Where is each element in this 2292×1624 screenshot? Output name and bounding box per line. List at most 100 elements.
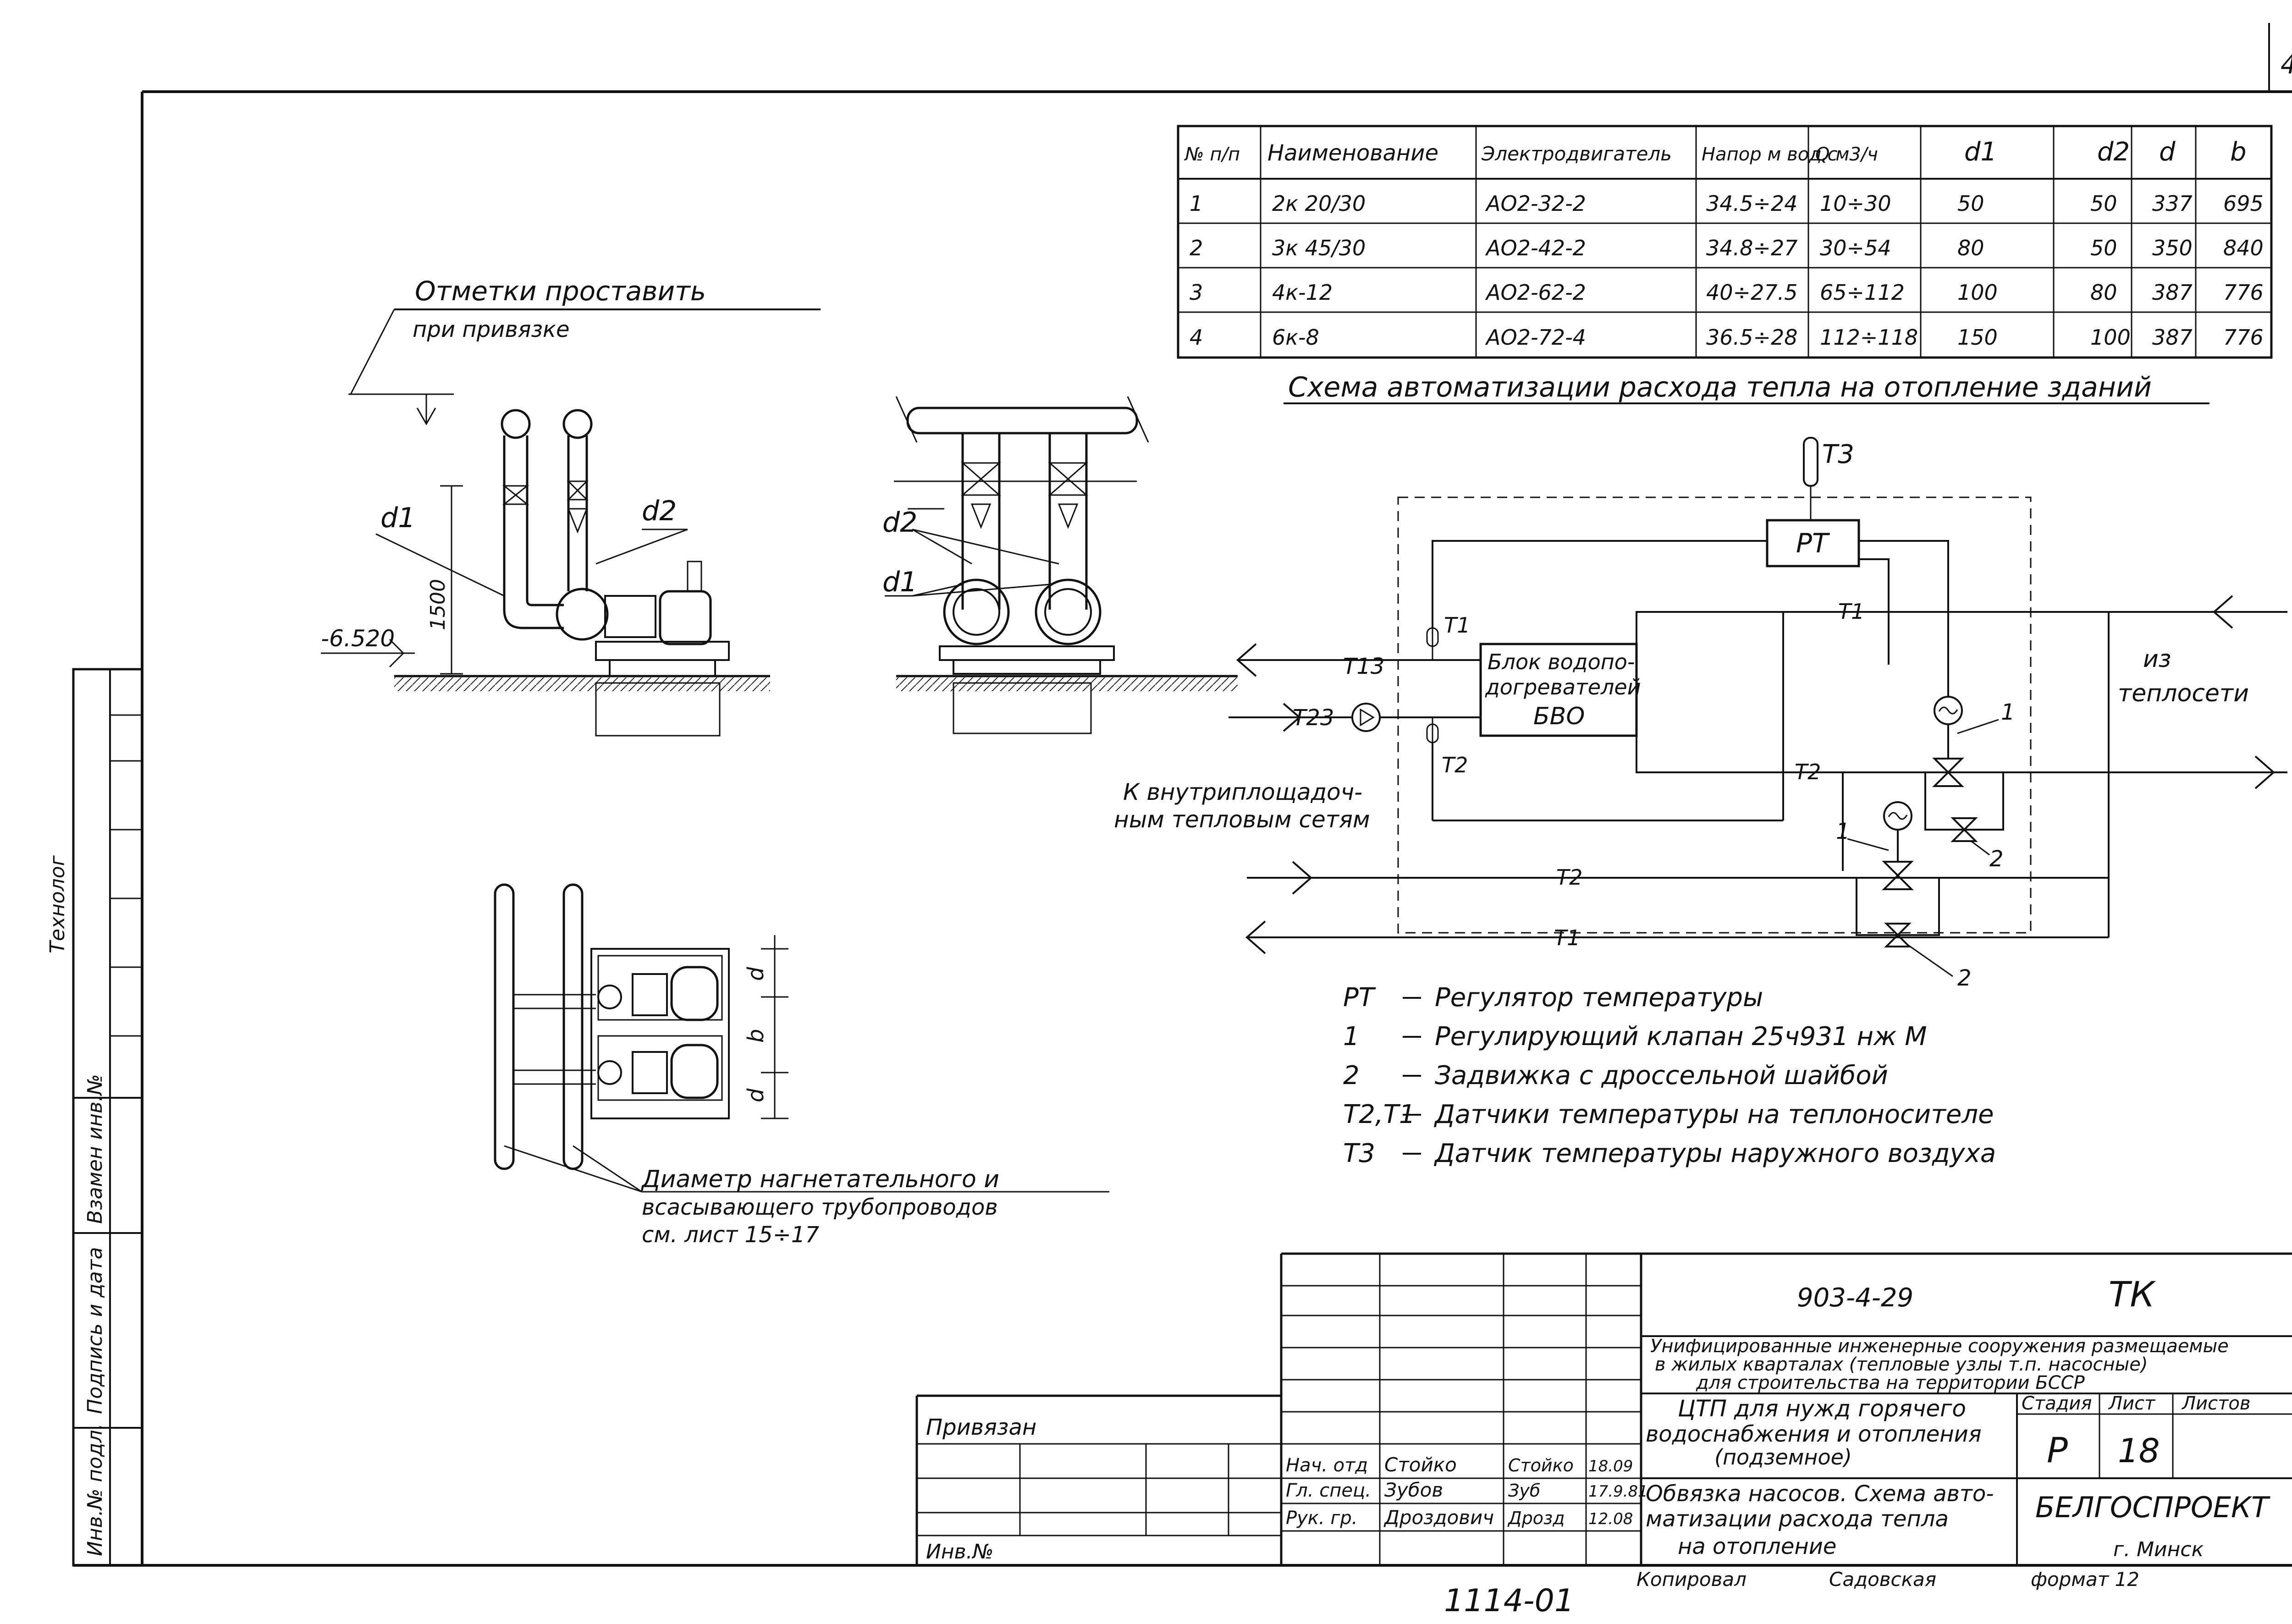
- privyazan: Привязан: [926, 1415, 1036, 1440]
- table-cell: 36.5÷28: [1706, 325, 1798, 350]
- legend-key: Т3: [1343, 1139, 1375, 1168]
- signer-name: Зубов: [1384, 1479, 1443, 1501]
- copied-label: Копировал: [1636, 1568, 1747, 1591]
- legend-key: РТ: [1343, 983, 1376, 1013]
- table-cell: 350: [2152, 236, 2193, 260]
- signer-signature: Зуб: [1508, 1481, 1540, 1501]
- legend-text: Датчик температуры наружного воздуха: [1433, 1139, 1996, 1168]
- table-cell: 776: [2223, 280, 2264, 305]
- table-header-cell: b: [2230, 137, 2247, 167]
- table-cell: 2: [1190, 236, 1203, 260]
- sheets-label: Листов: [2181, 1393, 2250, 1414]
- diameter-note-1: Диаметр нагнетательного и: [641, 1166, 999, 1193]
- note-line1: Отметки проставить: [415, 275, 706, 307]
- table-cell: 50: [2090, 191, 2117, 216]
- t1-sensor-label: Т1: [1444, 613, 1470, 638]
- from-net-1: из: [2143, 645, 2171, 673]
- legend-key: 2: [1343, 1061, 1360, 1090]
- table-header-cell: № п/п: [1184, 144, 1240, 165]
- from-net-2: теплосети: [2118, 680, 2249, 707]
- doc-mark: ТК: [2109, 1274, 2156, 1315]
- t23-label: Т23: [1293, 705, 1334, 731]
- table-cell: 4к-12: [1272, 280, 1333, 305]
- table-cell: 80: [1957, 236, 1984, 260]
- valve1-upper-label: 1: [2001, 699, 2015, 725]
- legend-text: Регулятор температуры: [1435, 983, 1763, 1013]
- table-cell: 3к 45/30: [1272, 236, 1366, 260]
- side-inv-podl: Инв.№ подл.: [83, 1423, 107, 1556]
- label-d1: d1: [380, 502, 415, 534]
- diameter-note-2: всасывающего трубопроводов: [642, 1195, 998, 1220]
- sheet-line3: на отопление: [1678, 1534, 1836, 1559]
- plan-d-bottom: d: [743, 1088, 769, 1102]
- to-net-1: К внутриплощадоч-: [1123, 779, 1362, 805]
- pump-plan-view: [494, 883, 1109, 1193]
- pump-table-text: № п/п Наименование Электродвигатель Напор м…: [1184, 137, 2264, 350]
- table-cell: АО2-62-2: [1485, 280, 1586, 305]
- table-cell: 337: [2152, 191, 2193, 216]
- table-cell: 100: [2090, 325, 2131, 350]
- t1-lower-label: Т1: [1554, 925, 1580, 950]
- table-cell: АО2-42-2: [1485, 236, 1586, 260]
- t13-label: Т13: [1343, 654, 1384, 679]
- bvo-line1: Блок водопо-: [1488, 650, 1635, 674]
- table-cell: 387: [2152, 325, 2193, 350]
- table-header-cell: Электродвигатель: [1481, 143, 1672, 165]
- side-top: Технолог: [46, 855, 69, 953]
- valve1-lower-label: 1: [1836, 819, 1850, 844]
- table-cell: 150: [1957, 325, 1998, 350]
- signer-date: 17.9.81: [1588, 1482, 1648, 1501]
- t2-lower-label: Т2: [1556, 865, 1582, 890]
- table-cell: 50: [2090, 236, 2117, 260]
- t1-main-label: Т1: [1838, 599, 1864, 624]
- side-vzamen: Взамен инв.№: [83, 1074, 107, 1224]
- table-cell: 112÷118: [1820, 325, 1918, 350]
- org-name: БЕЛГОСПРОЕКТ: [2035, 1491, 2270, 1524]
- plan-b: b: [743, 1029, 769, 1043]
- table-header-cell: d2: [2097, 137, 2130, 167]
- table-header-cell: Наименование: [1267, 140, 1438, 166]
- project-line1: ЦТП для нужд горячего: [1678, 1395, 1966, 1422]
- sheet-value: 18: [2118, 1431, 2160, 1470]
- pump-front-view: [885, 396, 1238, 734]
- table-header-cell: d: [2159, 137, 2176, 167]
- to-net-2: ным тепловым сетям: [1114, 806, 1370, 833]
- scheme-title: Схема автоматизации расхода тепла на ото…: [1288, 371, 2152, 403]
- signer-date: 12.08: [1588, 1510, 1633, 1528]
- stage-label: Стадия: [2022, 1393, 2092, 1414]
- archive-no: 1114-01: [1444, 1583, 1574, 1619]
- table-cell: 2к 20/30: [1272, 191, 1366, 216]
- front-d2: d2: [882, 506, 917, 539]
- table-cell: АО2-72-4: [1485, 325, 1586, 350]
- table-cell: 34.8÷27: [1706, 236, 1798, 260]
- org-city: г. Минск: [2113, 1538, 2204, 1561]
- table-header-cell: Q м3/ч: [1815, 144, 1878, 165]
- side-stamp: Инв.№ подл. Подпись и дата Взамен инв.№ …: [46, 668, 143, 1567]
- title-block-lines: [915, 1252, 2292, 1565]
- sheet-label: Лист: [2108, 1393, 2156, 1414]
- elevation-mark: -6.520: [321, 625, 395, 652]
- front-d1: d1: [882, 566, 917, 598]
- sheet-line1: Обвязка насосов. Схема авто-: [1646, 1481, 1994, 1507]
- title-block: 903-4-29 ТК Унифицированные инженерные с…: [926, 1274, 2270, 1619]
- table-cell: 4: [1190, 325, 1203, 350]
- table-cell: 80: [2090, 280, 2117, 305]
- label-d2: d2: [642, 495, 677, 527]
- valve2-upper-label: 2: [1989, 846, 2004, 872]
- table-cell: 695: [2223, 191, 2264, 216]
- table-cell: 30÷54: [1820, 236, 1891, 260]
- legend-text: Задвижка с дроссельной шайбой: [1435, 1061, 1888, 1090]
- copier-name: Садовская: [1829, 1568, 1936, 1591]
- table-cell: 10÷30: [1820, 191, 1891, 216]
- table-cell: 40÷27.5: [1706, 280, 1798, 305]
- stage-value: Р: [2047, 1430, 2068, 1470]
- table-cell: АО2-32-2: [1485, 191, 1586, 216]
- diameter-note-3: см. лист 15÷17: [642, 1222, 819, 1248]
- table-header-cell: Напор м вод.с: [1702, 144, 1838, 165]
- signer-date: 18.09: [1588, 1457, 1633, 1475]
- legend-text: Датчики температуры на теплоносителе: [1433, 1100, 1994, 1129]
- pump-side-view: [321, 308, 821, 737]
- series-line2: в жилых кварталах (тепловые узлы т.п. на…: [1655, 1354, 2148, 1375]
